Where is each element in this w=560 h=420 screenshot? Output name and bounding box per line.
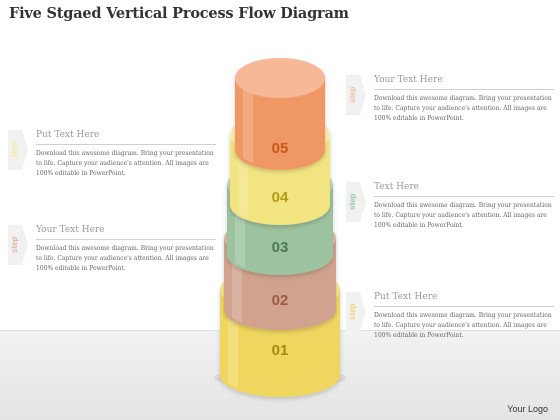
cylinder-top <box>235 58 325 98</box>
step-tab <box>346 292 366 332</box>
callout-step-1: step Put Text Here Download this awesome… <box>346 292 554 341</box>
callout-step-5: step Your Text Here Download this awesom… <box>346 75 554 124</box>
step-label: step <box>348 303 357 321</box>
callout-heading: Put Text Here <box>374 292 554 307</box>
step-tab <box>346 75 366 115</box>
callout-heading: Put Text Here <box>36 130 216 145</box>
callout-step-2: step Your Text Here Download this awesom… <box>8 225 216 274</box>
callout-body: Download this awesome diagram. Bring you… <box>36 245 214 272</box>
step-tab <box>8 130 28 170</box>
cylinder-highlight <box>243 78 253 163</box>
callout-heading: Your Text Here <box>374 75 554 90</box>
callout-body: Download this awesome diagram. Bring you… <box>36 150 214 177</box>
callout-body: Download this awesome diagram. Bring you… <box>374 202 552 229</box>
step-tab <box>8 225 28 265</box>
stage-number: 03 <box>272 239 289 256</box>
callout-step-4: step Put Text Here Download this awesome… <box>8 130 216 179</box>
step-label: step <box>10 236 19 254</box>
callout-heading: Text Here <box>374 182 554 197</box>
page-title: Five Stgaed Vertical Process Flow Diagra… <box>9 5 349 22</box>
cylinder-side <box>235 78 325 170</box>
callout-body: Download this awesome diagram. Bring you… <box>374 312 552 339</box>
stage-number: 01 <box>272 342 289 359</box>
callout-heading: Your Text Here <box>36 225 216 240</box>
stage-number: 04 <box>272 189 289 206</box>
logo-text: Your Logo <box>507 404 548 414</box>
stage-number: 02 <box>272 292 289 309</box>
callout-body: Download this awesome diagram. Bring you… <box>374 95 552 122</box>
step-label: step <box>10 141 19 159</box>
step-tab <box>346 182 366 222</box>
callout-step-3: step Text Here Download this awesome dia… <box>346 182 554 231</box>
step-label: step <box>348 86 357 104</box>
step-label: step <box>348 193 357 211</box>
stage-number: 05 <box>272 140 289 157</box>
stage-05 <box>235 58 325 170</box>
